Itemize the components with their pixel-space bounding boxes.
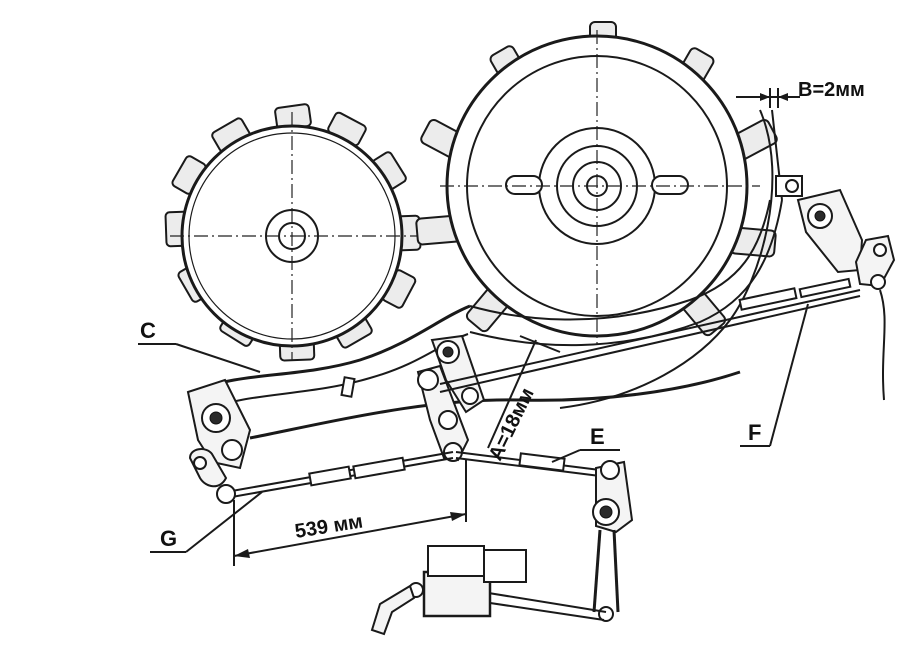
label-f-text: F [748,420,761,445]
dimension-b-label: B=2мм [798,79,865,101]
right-drum [415,21,778,345]
label-c-text: C [140,318,156,343]
label-e: E [551,424,620,463]
hydraulic-assembly [370,460,634,636]
left-drum [164,103,422,362]
rods [216,277,861,504]
label-g-text: G [160,526,177,551]
label-c: C [138,318,261,373]
label-g: G [150,491,263,553]
label-e-text: E [590,424,605,449]
center-lever [416,334,486,462]
left-bracket [186,378,252,488]
dimension-b: B=2мм [736,79,865,108]
right-upper-bracket [775,175,896,401]
label-f: F [740,303,809,447]
